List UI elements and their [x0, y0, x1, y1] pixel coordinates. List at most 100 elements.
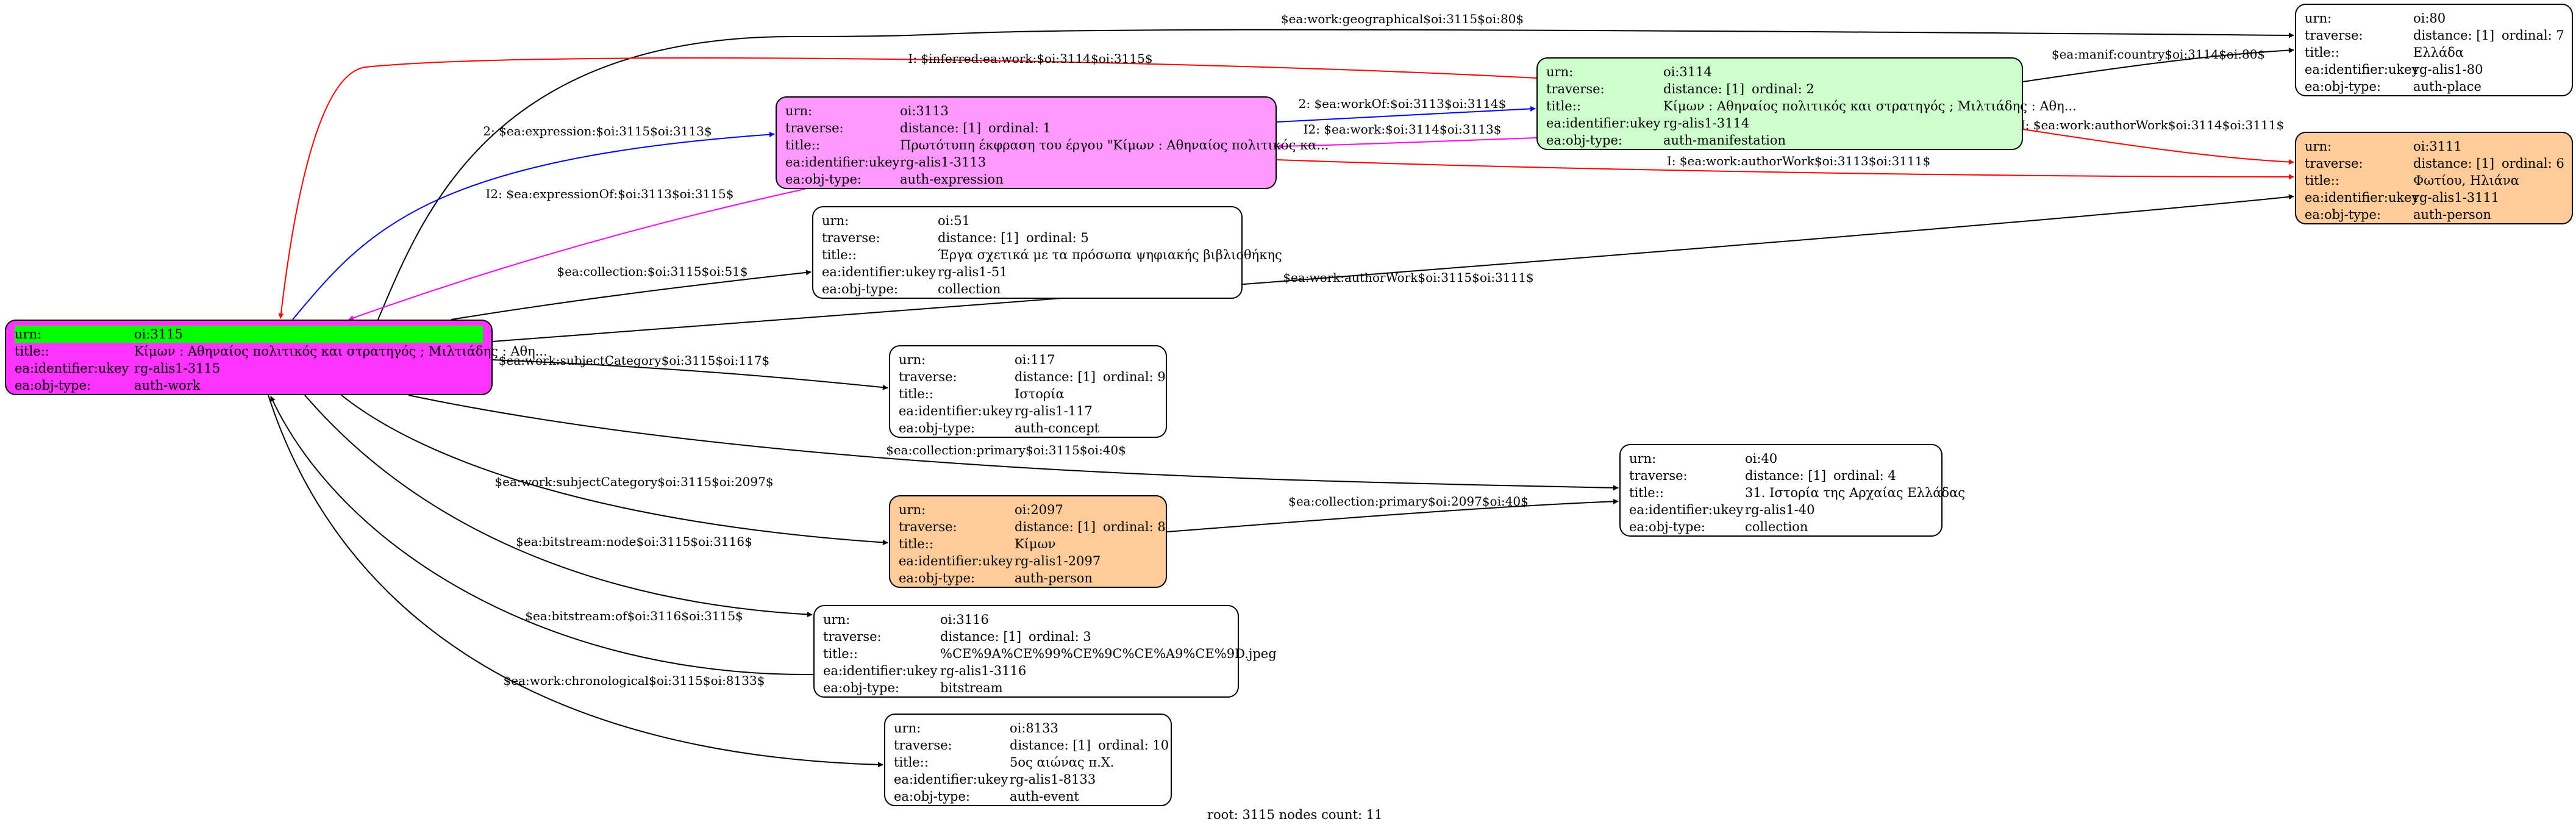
edge-16 [270, 396, 814, 676]
edge-label-8: I2: $ea:expressionOf:$oi:3113$oi:3115$ [486, 187, 734, 201]
field-key: title:: [2305, 173, 2339, 188]
edge-label-17: $ea:work:chronological$oi:3115$oi:8133$ [504, 673, 765, 688]
distance-value: distance: [1] [940, 629, 1022, 644]
field-value: collection [1745, 520, 1808, 534]
field-value: Ελλάδα [2413, 45, 2464, 60]
field-key: ea:obj-type: [1629, 520, 1705, 534]
field-value: rg-alis1-3114 [1663, 116, 1750, 131]
field-key: title:: [899, 537, 933, 551]
field-value: Κίμων [1015, 537, 1056, 551]
node-field-title: title::Έργα σχετικά με τα πρόσωπα ψηφιακ… [822, 246, 1282, 263]
edge-label-14: $ea:work:subjectCategory$oi:3115$oi:2097… [494, 474, 773, 489]
field-value: oi:2097 [1015, 503, 1063, 517]
ordinal-value: ordinal: 7 [2502, 28, 2564, 43]
edge-13 [1166, 498, 1619, 532]
field-key: title:: [823, 646, 858, 661]
field-key: traverse: [2305, 156, 2363, 171]
ordinal-value: ordinal: 6 [2502, 156, 2564, 171]
edge-label-7: I: $ea:work:authorWork$oi:3113$oi:3111$ [1667, 154, 1930, 168]
node-field-title: title::Φωτίου, Ηλιάνα [2305, 172, 2563, 189]
edge-label-3: 2: $ea:expression:$oi:3115$oi:3113$ [483, 124, 712, 138]
edge-14 [341, 395, 888, 545]
distance-value: distance: [1] [1010, 738, 1091, 753]
field-value: Έργα σχετικά με τα πρόσωπα ψηφιακής βιβλ… [938, 248, 1282, 262]
field-value: auth-manifestation [1663, 133, 1786, 148]
node-field-urn: urn:oi:3114 [1546, 63, 2013, 80]
field-value: distance: [1]ordinal: 7 [2413, 27, 2564, 44]
field-key: title:: [2305, 45, 2339, 60]
field-key: urn: [1629, 451, 1657, 466]
ordinal-value: ordinal: 10 [1098, 738, 1169, 753]
edge-label-1: I: $inferred:ea:work:$oi:3114$oi:3115$ [908, 51, 1152, 66]
field-key: ea:identifier:ukey [899, 554, 1013, 568]
field-key: ea:obj-type: [899, 421, 975, 435]
field-key: traverse: [1546, 82, 1605, 96]
field-value: distance: [1]ordinal: 9 [1015, 368, 1166, 385]
node-field-urn: urn:oi:40 [1629, 450, 1933, 467]
edge-label-9: $ea:collection:$oi:3115$oi:51$ [557, 264, 747, 279]
node-field-urn: urn:oi:3115 [15, 326, 483, 343]
edge-label-2: $ea:manif:country$oi:3114$oi:80$ [2052, 47, 2265, 62]
node-field-title: title::31. Ιστορία της Αρχαίας Ελλάδας [1629, 484, 1965, 501]
edge-5 [1277, 137, 1537, 149]
distance-value: distance: [1] [1015, 370, 1096, 384]
field-key: title:: [1546, 99, 1581, 113]
node-field-traverse: traverse:distance: [1]ordinal: 3 [823, 628, 1229, 645]
ordinal-value: ordinal: 5 [1026, 231, 1089, 245]
distance-value: distance: [1] [900, 121, 982, 135]
field-value: oi:3115 [134, 327, 183, 342]
field-value: rg-alis1-3115 [134, 361, 221, 376]
distance-value: distance: [1] [2413, 156, 2495, 171]
node-field-type: ea:obj-type:auth-expression [785, 171, 1267, 188]
edge-0 [377, 29, 2294, 320]
node-field-traverse: traverse: distance: [1] ordinal: 6 [2305, 155, 2564, 172]
field-value: oi:3113 [900, 104, 949, 118]
field-value: rg-alis1-2097 [1015, 554, 1101, 568]
field-value: oi:3111 [2413, 139, 2462, 154]
field-value: bitstream [940, 681, 1003, 695]
field-key: ea:identifier:ukey [1546, 116, 1661, 131]
edge-17 [268, 395, 883, 768]
field-value: oi:51 [938, 213, 971, 228]
node-field-type: ea:obj-type:auth-person [2305, 206, 2563, 223]
field-key: ea:identifier:ukey [2305, 190, 2419, 205]
edge-label-12: $ea:collection:primary$oi:3115$oi:40$ [886, 443, 1126, 457]
node-field-urn: urn:oi:117 [899, 351, 1157, 368]
field-value: distance: [1] ordinal: 6 [2413, 155, 2564, 172]
field-key: urn: [899, 503, 926, 517]
edge-label-0: $ea:work:geographical$oi:3115$oi:80$ [1281, 12, 1524, 26]
edge-6 [2022, 129, 2294, 165]
edge-8 [348, 188, 805, 321]
edge-label-15: $ea:bitstream:node$oi:3115$oi:3116$ [516, 534, 752, 549]
field-key: urn: [894, 721, 921, 735]
field-value: rg-alis1-51 [938, 265, 1008, 279]
field-value: oi:3116 [940, 612, 989, 627]
node-field-title: title::Κίμων : Αθηναίος πολιτικός και στ… [1546, 98, 2077, 115]
edge-label-6: I: $ea:work:authorWork$oi:3114$oi:3111$ [2021, 118, 2284, 132]
edge-label-4: 2: $ea:workOf:$oi:3113$oi:3114$ [1299, 96, 1507, 111]
node-field-traverse: traverse:distance: [1]ordinal: 9 [899, 368, 1166, 385]
field-key: ea:obj-type: [15, 378, 91, 393]
edge-label-5: I2: $ea:work:$oi:3114$oi:3113$ [1304, 122, 1502, 137]
node-field-type: ea:obj-type:auth-place [2305, 78, 2563, 95]
field-value: distance: [1]ordinal: 3 [940, 628, 1091, 645]
field-key: title:: [1629, 485, 1664, 500]
